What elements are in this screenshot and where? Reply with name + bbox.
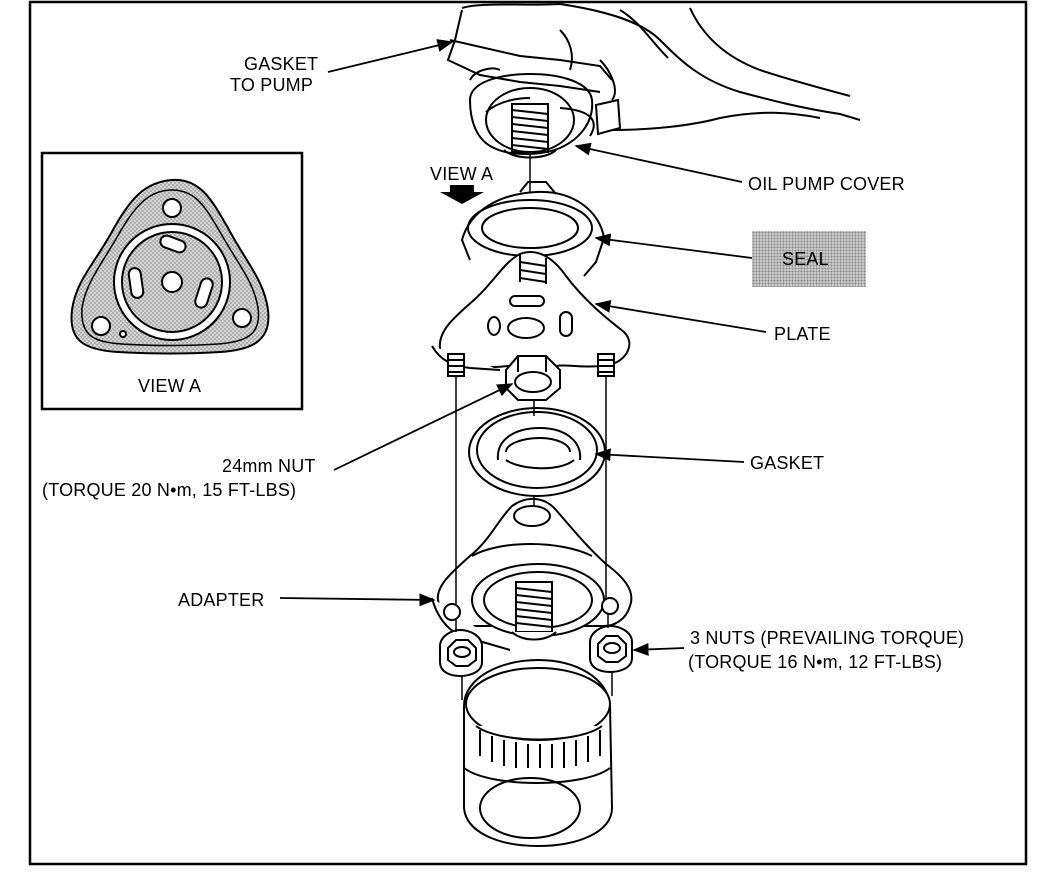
- gasket-to-pump-label-line1: GASKET: [244, 54, 319, 74]
- prevailing-torque-nuts: [439, 624, 633, 678]
- view-a-inset-caption: VIEW A: [138, 376, 202, 396]
- three-nuts-leader: [632, 642, 685, 656]
- seal-leader: [594, 233, 753, 259]
- plate-drawing: [431, 251, 631, 371]
- engine-block-drawing: [446, 2, 861, 155]
- plate-leader: [594, 299, 767, 333]
- nut-24mm-label-line1: 24mm NUT: [222, 456, 316, 476]
- oil-pump-cover-label: OIL PUMP COVER: [748, 174, 905, 194]
- view-a-plate-drawing: [70, 178, 270, 355]
- gasket-drawing: [468, 407, 606, 497]
- gasket-to-pump-label-line2: TO PUMP: [230, 75, 314, 95]
- adapter-threaded-nipple: [511, 581, 557, 641]
- oil-pump-threaded-stud: [503, 103, 557, 159]
- gasket-label: GASKET: [750, 453, 825, 473]
- plate-studs: [447, 353, 615, 377]
- figure-border: [28, 0, 1028, 866]
- seal-label-box: [752, 231, 866, 287]
- nut-24mm-label-line2: (TORQUE 20 N•m, 15 FT-LBS): [42, 480, 297, 500]
- alignment-lines: [455, 152, 613, 700]
- view-a-arrow-label: VIEW A: [430, 164, 494, 184]
- gasket-to-pump-leader: [327, 39, 454, 73]
- view-a-direction-arrow: [440, 185, 484, 204]
- three-nuts-label-line1: 3 NUTS (PREVAILING TORQUE): [690, 628, 965, 648]
- adapter-label: ADAPTER: [178, 590, 265, 610]
- oil-pump-cover-leader: [574, 142, 743, 183]
- oil-filter-drawing: [463, 658, 614, 848]
- plate-label: PLATE: [774, 324, 831, 344]
- adapter-drawing: [431, 498, 633, 651]
- adapter-leader: [279, 593, 436, 607]
- gasket-leader: [594, 448, 745, 463]
- nut-24mm-leader: [333, 383, 514, 471]
- three-nuts-label-line2: (TORQUE 16 N•m, 12 FT-LBS): [688, 652, 943, 672]
- nut-24mm-drawing: [505, 355, 561, 401]
- seal-label: SEAL: [782, 249, 829, 269]
